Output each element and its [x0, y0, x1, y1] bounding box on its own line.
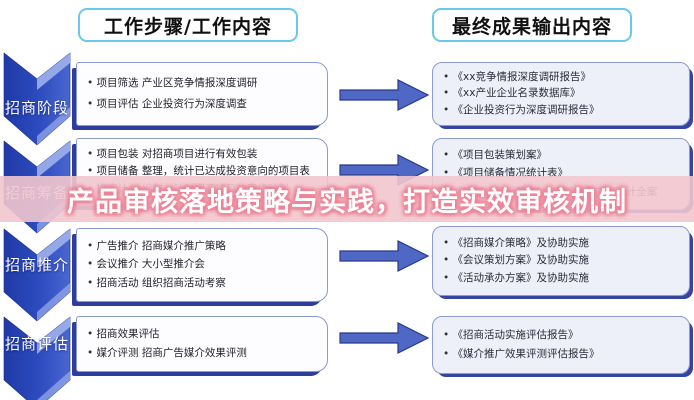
- work-item: 项目包装 对招商项目进行有效包装: [87, 148, 321, 161]
- overlay-title: 产品审核落地策略与实践，打造实效审核机制: [67, 186, 627, 218]
- work-item: 招商活动 组织招商活动考察: [87, 277, 321, 290]
- output-item: 《项目包装策划案》: [443, 149, 683, 162]
- work-item: 项目储备 整理，统计已达成投资意向的项目表: [87, 165, 321, 178]
- output-item: 《媒介推广效果评测评估报告》: [443, 348, 683, 361]
- output-item: 《会议策划方案》及协助实施: [443, 254, 683, 267]
- output-item: 《招商媒介策略》及协助实施: [443, 237, 683, 250]
- stage-label-3: 招商推介: [4, 256, 69, 274]
- overlay-banner: 产品审核落地策略与实践，打造实效审核机制: [0, 176, 694, 222]
- output-item: 《招商活动实施评估报告》: [443, 329, 683, 342]
- stage-label-1: 招商阶段: [4, 99, 69, 117]
- flow-arrow-icon-4: [339, 322, 429, 354]
- output-box-3: 《招商媒介策略》及协助实施 《会议策划方案》及协助实施 《活动承办方案》及协助实…: [432, 226, 690, 296]
- work-box-4: 招商效果评估 媒介评测 招商广告媒介效果评测: [76, 316, 328, 372]
- work-item: 媒介评测 招商广告媒介效果评测: [87, 347, 321, 360]
- stage-label-4: 招商评估: [4, 335, 69, 353]
- output-box-1: 《xx竞争情报深度调研报告》 《xx产业企业名录数据库》 《企业投资行为深度调研…: [432, 62, 690, 126]
- flow-arrow-icon-1: [339, 79, 429, 111]
- output-item: 《xx产业企业名录数据库》: [443, 87, 683, 100]
- work-item: 招商效果评估: [87, 328, 321, 341]
- work-box-3: 广告推介 招商媒介推广策略 会议推介 大小型推介会 招商活动 组织招商活动考察: [76, 228, 328, 302]
- work-box-1: 项目筛选 产业区竞争情报深度调研 项目评估 企业投资行为深度调查: [76, 62, 328, 126]
- work-item: 会议推介 大小型推介会: [87, 258, 321, 271]
- work-item: 项目筛选 产业区竞争情报深度调研: [87, 77, 321, 90]
- stage-chevron-3: [3, 228, 71, 322]
- work-item: 项目评估 企业投资行为深度调查: [87, 98, 321, 111]
- output-item: 《企业投资行为深度调研报告》: [443, 104, 683, 117]
- work-item: 广告推介 招商媒介推广策略: [87, 240, 321, 253]
- output-item: 《xx竞争情报深度调研报告》: [443, 71, 683, 84]
- column-header-output: 最终成果输出内容: [432, 8, 632, 42]
- stage-chevron-4: [3, 316, 71, 400]
- output-item: 《活动承办方案》及协助实施: [443, 272, 683, 285]
- flow-arrow-icon-3: [339, 240, 429, 272]
- column-header-work: 工作步骤/工作内容: [78, 8, 298, 42]
- output-box-4: 《招商活动实施评估报告》 《媒介推广效果评测评估报告》: [432, 316, 690, 374]
